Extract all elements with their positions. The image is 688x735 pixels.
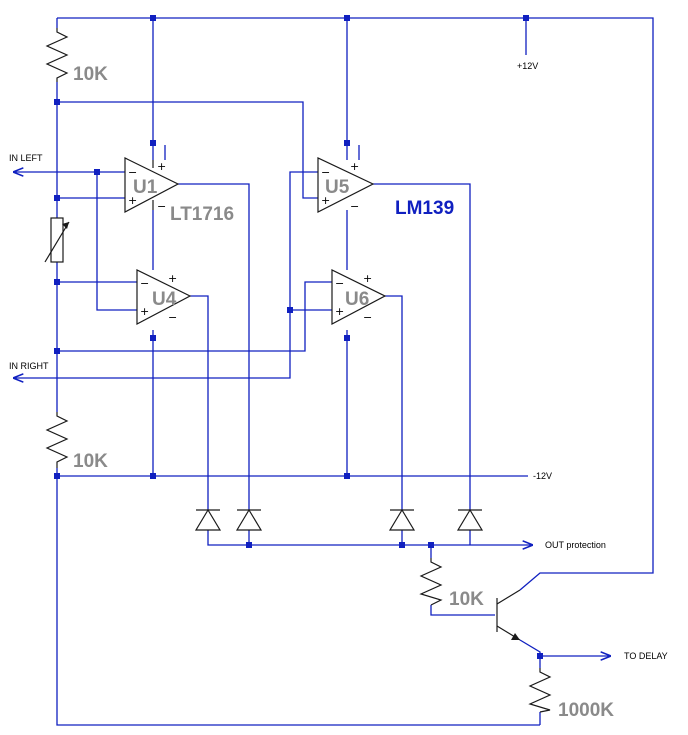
potentiometer xyxy=(44,217,70,263)
label-u1: U1 xyxy=(133,177,158,198)
wire-ref-upper xyxy=(57,101,318,199)
diode-4 xyxy=(456,508,484,531)
svg-text:−: − xyxy=(157,200,166,213)
wire-ref-lower xyxy=(57,281,332,352)
wire-u5-minus-loop xyxy=(289,171,332,311)
svg-text:−: − xyxy=(335,277,344,290)
opamp-u4 xyxy=(136,269,192,325)
label-vminus: -12V xyxy=(533,471,552,481)
label-u5: U5 xyxy=(325,177,350,198)
svg-text:+: + xyxy=(157,160,166,173)
svg-text:+: + xyxy=(363,272,372,285)
label-out: OUT protection xyxy=(545,540,606,550)
diode-3 xyxy=(388,508,416,531)
wire-out-bus xyxy=(207,530,532,545)
wire-left-low xyxy=(56,468,540,726)
svg-text:−: − xyxy=(168,311,177,324)
wire-u4-out xyxy=(190,295,209,510)
resistor-bottom xyxy=(45,412,69,468)
svg-text:+: + xyxy=(140,305,149,318)
label-r-top: 10K xyxy=(73,64,108,85)
diode-1 xyxy=(194,508,222,531)
svg-text:+: + xyxy=(128,194,137,207)
label-r-bottom: 10K xyxy=(73,451,108,472)
svg-text:−: − xyxy=(350,200,359,213)
resistor-base xyxy=(419,558,443,606)
junctions xyxy=(54,15,543,659)
svg-text:+: + xyxy=(335,305,344,318)
svg-text:+: + xyxy=(350,160,359,173)
wire-u1-minus-loop xyxy=(96,172,137,311)
svg-text:−: − xyxy=(128,166,137,179)
label-in-right: IN RIGHT xyxy=(9,361,49,371)
svg-text:+: + xyxy=(168,272,177,285)
opamp-u5 xyxy=(317,157,375,213)
label-part-u5: LM139 xyxy=(395,198,454,219)
label-in-left: IN LEFT xyxy=(9,153,43,163)
resistor-emitter xyxy=(528,668,552,713)
transistor xyxy=(496,589,521,641)
wire-base-res2 xyxy=(430,605,495,616)
resistor-top xyxy=(45,28,69,82)
wire-top-rail xyxy=(57,17,654,591)
pin-signs: − + + − − + + − − + + − − + + − xyxy=(128,160,372,324)
wire-in-right xyxy=(14,310,291,378)
svg-text:−: − xyxy=(321,166,330,179)
label-part-u1: LT1716 xyxy=(170,204,234,225)
wire-u5-out xyxy=(373,183,471,510)
wire-emitter xyxy=(519,639,541,668)
diode-2 xyxy=(235,508,263,531)
svg-text:−: − xyxy=(140,277,149,290)
opamp-u6 xyxy=(331,269,387,325)
wire-u6-out xyxy=(385,295,403,510)
svg-text:−: − xyxy=(363,311,372,324)
label-u4: U4 xyxy=(152,289,177,310)
svg-text:+: + xyxy=(321,194,330,207)
label-vplus: +12V xyxy=(517,61,538,71)
wire-u1-out xyxy=(178,183,250,510)
wires xyxy=(14,17,654,726)
label-r-base: 10K xyxy=(449,589,484,610)
label-to-delay: TO DELAY xyxy=(624,651,668,661)
label-r-emitter: 1000K xyxy=(558,700,614,721)
opamp-u1 xyxy=(124,157,180,213)
label-u6: U6 xyxy=(345,289,369,310)
